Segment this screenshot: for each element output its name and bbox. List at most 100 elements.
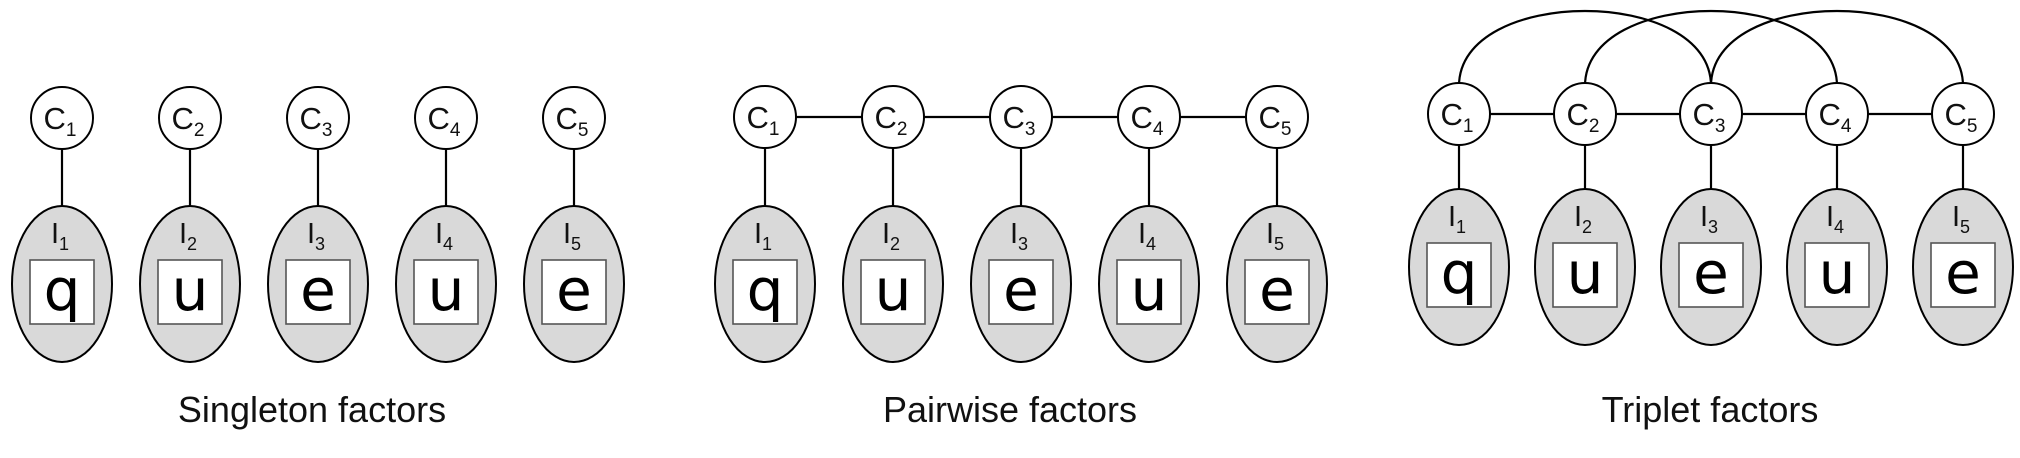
image-node-text: I1 (51, 218, 69, 254)
image-node-subscript: 1 (59, 234, 69, 254)
label-node-text: C2 (1567, 97, 1600, 137)
handwritten-character: q (44, 256, 81, 324)
label-node-letter: C (1567, 97, 1589, 132)
label-node (861, 85, 925, 149)
handwritten-character: e (1259, 256, 1295, 324)
image-node-letter: I (563, 218, 571, 250)
label-node-text: C5 (556, 101, 589, 141)
label-node-subscript: 3 (1715, 116, 1726, 137)
label-node (158, 86, 222, 150)
label-node-letter: C (1131, 100, 1153, 135)
character-image (732, 259, 798, 325)
image-node-text: I2 (1574, 201, 1592, 237)
label-node-letter: C (747, 100, 769, 135)
handwritten-character: e (1003, 256, 1039, 324)
character-image (1678, 242, 1744, 308)
character-image (988, 259, 1054, 325)
panel-caption: Singleton factors (178, 389, 446, 430)
character-image (157, 259, 223, 325)
label-node-letter: C (1003, 100, 1025, 135)
label-node (1245, 85, 1309, 149)
label-node (286, 86, 350, 150)
label-node-subscript: 1 (66, 120, 77, 141)
handwritten-character: e (556, 256, 592, 324)
image-node-letter: I (1574, 201, 1582, 233)
image-node-subscript: 3 (1018, 234, 1028, 254)
label-node-letter: C (1441, 97, 1463, 132)
handwritten-character: u (1819, 239, 1856, 307)
image-node-letter: I (179, 218, 187, 250)
label-node (542, 86, 606, 150)
image-node-subscript: 4 (443, 234, 453, 254)
label-node (1117, 85, 1181, 149)
label-node-text: C3 (1003, 100, 1036, 140)
image-node-text: I3 (1700, 201, 1718, 237)
image-node-subscript: 2 (1582, 217, 1592, 237)
label-node-text: C1 (44, 101, 77, 141)
character-image (1116, 259, 1182, 325)
handwritten-character: u (1567, 239, 1604, 307)
label-node-text: C3 (1693, 97, 1726, 137)
handwritten-character: u (172, 256, 209, 324)
character-image (860, 259, 926, 325)
label-node (1553, 82, 1617, 146)
image-node-subscript: 4 (1146, 234, 1156, 254)
label-node-text: C2 (172, 101, 205, 141)
label-node (733, 85, 797, 149)
image-node-letter: I (51, 218, 59, 250)
label-node-subscript: 5 (1967, 116, 1978, 137)
image-node-letter: I (435, 218, 443, 250)
character-image (1244, 259, 1310, 325)
label-node-subscript: 2 (1589, 116, 1600, 137)
label-node (989, 85, 1053, 149)
image-node-subscript: 3 (315, 234, 325, 254)
label-node-letter: C (1693, 97, 1715, 132)
factor-edges (1457, 9, 1965, 116)
handwritten-character: u (875, 256, 912, 324)
label-node-letter: C (1819, 97, 1841, 132)
triplet-factor-arc (1709, 9, 1965, 87)
character-image (1804, 242, 1870, 308)
handwritten-character: q (747, 256, 784, 324)
label-node-letter: C (172, 101, 194, 136)
character-image (1552, 242, 1618, 308)
panel-caption: Triplet factors (1602, 389, 1819, 430)
panel-caption: Pairwise factors (883, 389, 1137, 430)
character-image (541, 259, 607, 325)
label-node (414, 86, 478, 150)
character-image (413, 259, 479, 325)
handwritten-character: u (428, 256, 465, 324)
label-node-letter: C (1945, 97, 1967, 132)
label-node-subscript: 1 (1463, 116, 1474, 137)
image-node-text: I1 (1448, 201, 1466, 237)
label-node (1931, 82, 1995, 146)
image-node-letter: I (1138, 218, 1146, 250)
label-node-subscript: 3 (322, 120, 333, 141)
image-node-subscript: 3 (1708, 217, 1718, 237)
label-node-subscript: 3 (1025, 119, 1036, 140)
image-node-letter: I (1448, 201, 1456, 233)
label-node-text: C3 (300, 101, 333, 141)
image-node-text: I5 (1952, 201, 1970, 237)
character-image (1930, 242, 1996, 308)
label-node-text: C1 (747, 100, 780, 140)
image-node-text: I2 (882, 218, 900, 254)
label-node-text: C2 (875, 100, 908, 140)
handwritten-character: u (1131, 256, 1168, 324)
image-node-text: I3 (307, 218, 325, 254)
image-node-letter: I (1266, 218, 1274, 250)
label-node-subscript: 2 (194, 120, 205, 141)
image-node-letter: I (882, 218, 890, 250)
image-node-subscript: 2 (187, 234, 197, 254)
image-node-text: I1 (754, 218, 772, 254)
